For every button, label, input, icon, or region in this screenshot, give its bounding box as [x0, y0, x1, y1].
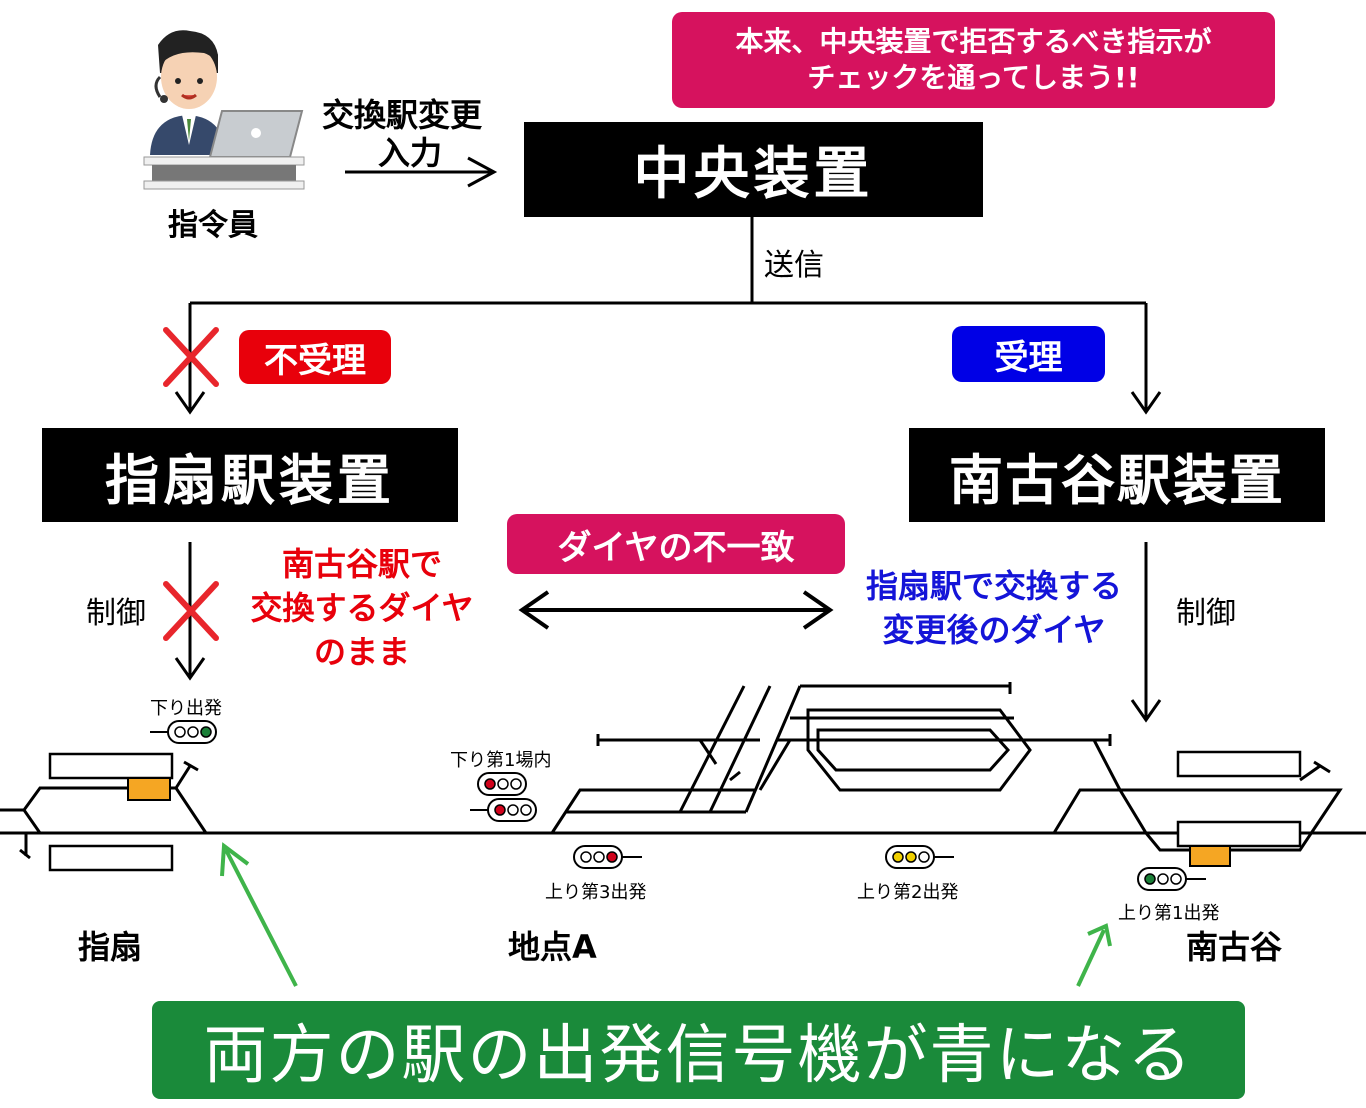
signal-label-kudari-home1: 下り第1場内 [450, 750, 552, 771]
signal-kudari-departure-icon [150, 720, 217, 744]
input-label-line2: 入力 [378, 134, 443, 172]
operator-illustration [143, 30, 305, 190]
warning-line1: 本来、中央装置で拒否するべき指示が [735, 25, 1212, 58]
left-diagram-note: 南古谷駅で 交換するダイヤ のまま [236, 542, 488, 674]
signal-nobori-dep2-icon [885, 845, 954, 869]
left-note-line1: 南古谷駅で [281, 545, 442, 583]
send-label: 送信 [764, 248, 824, 283]
minami-furuya-device: 南古谷駅装置 [909, 428, 1325, 522]
central-device: 中央装置 [524, 122, 983, 217]
right-control-label: 制御 [1176, 596, 1236, 631]
train-minami-furuya [1189, 845, 1231, 867]
signal-label-kudari-departure: 下り出発 [150, 698, 222, 719]
station-sashiogi: 指扇 [78, 928, 143, 966]
mismatch-badge: ダイヤの不一致 [507, 514, 845, 574]
green-arrow-right-icon [1076, 923, 1112, 987]
signal-label-nobori-dep2: 上り第2出発 [857, 882, 959, 903]
signal-kudari-home1-icon [470, 772, 537, 822]
reject-cross-icon [163, 327, 219, 387]
signal-nobori-dep1-icon [1137, 867, 1206, 891]
accept-badge: 受理 [952, 326, 1105, 382]
signal-nobori-dep3-icon [573, 845, 642, 869]
left-control-label: 制御 [86, 596, 146, 631]
train-sashiogi [127, 777, 171, 801]
reject-badge: 不受理 [239, 330, 391, 384]
green-arrow-left-icon [220, 842, 298, 987]
warning-banner: 本来、中央装置で拒否するべき指示が チェックを通ってしまう!! [672, 12, 1275, 108]
signal-label-nobori-dep3: 上り第3出発 [545, 882, 647, 903]
left-note-line2: 交換するダイヤ [250, 589, 474, 627]
track-diagram [0, 682, 1366, 891]
right-diagram-note: 指扇駅で交換する 変更後のダイヤ [846, 564, 1142, 652]
control-cross-icon [163, 581, 219, 641]
signal-label-nobori-dep1: 上り第1出発 [1118, 903, 1220, 924]
conclusion-banner: 両方の駅の出発信号機が青になる [152, 1001, 1245, 1099]
right-note-line2: 変更後のダイヤ [882, 611, 1106, 649]
operator-label: 指令員 [168, 208, 258, 243]
station-point-a: 地点A [508, 928, 597, 966]
sashiogi-device: 指扇駅装置 [42, 428, 458, 522]
station-minami-furuya: 南古谷 [1186, 928, 1283, 966]
warning-line2: チェックを通ってしまう!! [807, 61, 1140, 94]
input-label-line1: 交換駅変更 [322, 96, 483, 134]
left-note-line3: のまま [313, 633, 410, 671]
right-note-line1: 指扇駅で交換する [865, 567, 1122, 605]
